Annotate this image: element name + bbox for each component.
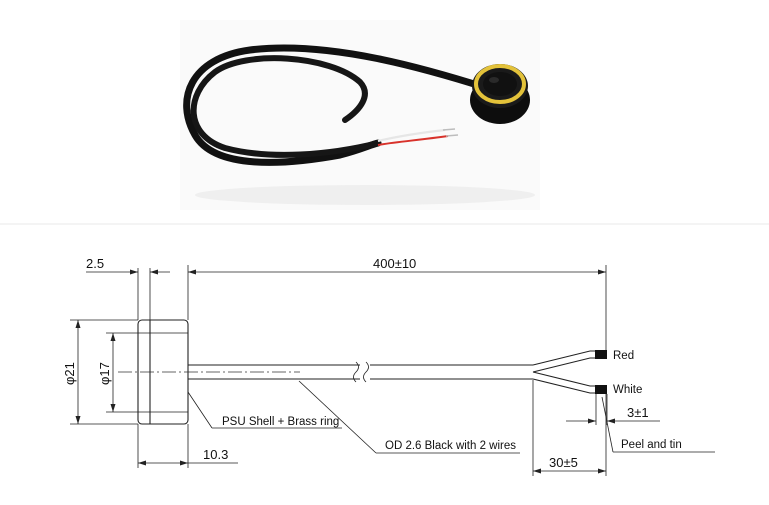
dim-inner-diameter: φ17 — [97, 362, 112, 385]
dim-strip-length: 3±1 — [627, 405, 649, 420]
red-wire-tail — [377, 135, 449, 146]
dim-shell-thickness: 2.5 — [86, 256, 104, 271]
dim-body-length: 10.3 — [203, 447, 228, 462]
white-wire-tip — [595, 385, 607, 394]
sensor-head-icon — [470, 64, 530, 124]
red-wire-tip — [595, 350, 607, 359]
cable-outline — [188, 361, 533, 383]
label-wire-end: Peel and tin — [621, 439, 682, 451]
label-white-wire: White — [613, 384, 642, 396]
wire-ends — [532, 350, 607, 394]
label-cable: OD 2.6 Black with 2 wires — [385, 440, 516, 452]
white-wire-tail — [377, 128, 446, 143]
product-photo — [180, 20, 540, 210]
label-shell: PSU Shell + Brass ring — [222, 416, 339, 428]
label-red-wire: Red — [613, 350, 634, 362]
dim-outer-diameter: φ21 — [62, 362, 77, 385]
cable-loop-2 — [190, 55, 381, 158]
dim-split-length: 30±5 — [549, 455, 578, 470]
cable-loop — [183, 44, 491, 166]
dim-cable-length: 400±10 — [373, 256, 416, 271]
